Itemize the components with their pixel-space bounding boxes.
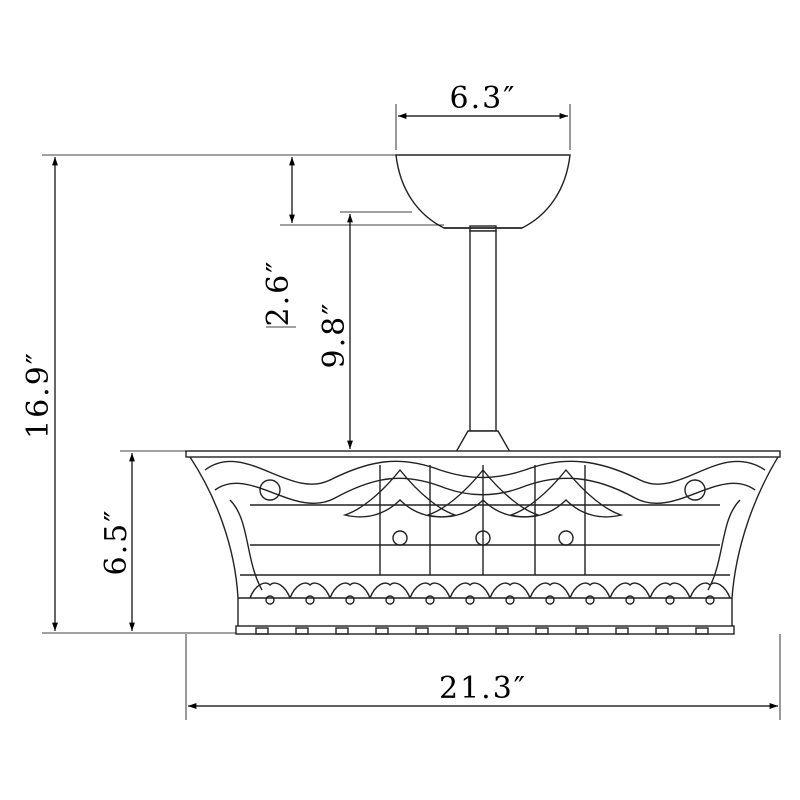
downrod [469, 230, 497, 432]
fan-illustration [185, 154, 781, 635]
canopy [395, 154, 571, 229]
label-shade-height: 6.5″ [99, 509, 134, 576]
label-fan-drop: 9.8″ [317, 302, 352, 369]
shade-decoration [204, 460, 766, 635]
motor-cap [454, 430, 512, 453]
shade-body [189, 456, 779, 599]
dimension-labels: 6.3″ 2.6″ 9.8″ 16.9″ 6.5″ 21.3″ [21, 81, 527, 706]
label-downrod-drop: 2.6″ [261, 260, 296, 327]
extension-lines [42, 104, 781, 720]
label-overall-height: 16.9″ [21, 351, 56, 439]
label-shade-width: 21.3″ [439, 671, 527, 706]
dimension-lines [52, 113, 778, 709]
shade-top-band [185, 450, 781, 458]
label-canopy-width: 6.3″ [450, 81, 517, 116]
